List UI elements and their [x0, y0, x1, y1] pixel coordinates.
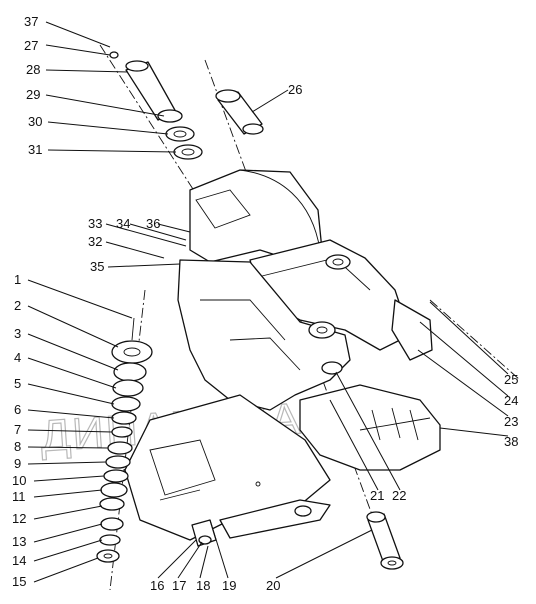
- label-11: 11: [12, 489, 26, 504]
- label-12: 12: [12, 511, 26, 526]
- label-7: 7: [14, 422, 21, 437]
- label-36: 36: [146, 216, 160, 231]
- label-18: 18: [196, 578, 210, 593]
- label-30: 30: [28, 114, 42, 129]
- pin-20-part: [366, 511, 404, 570]
- label-2: 2: [14, 298, 21, 313]
- label-32: 32: [88, 234, 102, 249]
- label-21: 21: [370, 488, 384, 503]
- label-27: 27: [24, 38, 38, 53]
- label-35: 35: [90, 259, 104, 274]
- label-14: 14: [12, 553, 26, 568]
- label-23: 23: [504, 414, 518, 429]
- label-8: 8: [14, 439, 21, 454]
- label-3: 3: [14, 326, 21, 341]
- label-37: 37: [24, 14, 38, 29]
- label-9: 9: [14, 456, 21, 471]
- label-26: 26: [288, 82, 302, 97]
- label-5: 5: [14, 376, 21, 391]
- label-6: 6: [14, 402, 21, 417]
- label-16: 16: [150, 578, 164, 593]
- label-33: 33: [88, 216, 102, 231]
- label-15: 15: [12, 574, 26, 589]
- label-13: 13: [12, 534, 26, 549]
- label-25: 25: [504, 372, 518, 387]
- top-pin-stack: [109, 51, 203, 160]
- label-24: 24: [504, 393, 518, 408]
- label-31: 31: [28, 142, 42, 157]
- label-10: 10: [12, 473, 26, 488]
- label-1: 1: [14, 272, 21, 287]
- callout-labels: 37 27 28 29 30 31 26 33 34 36 32 35 1 2 …: [12, 14, 518, 593]
- label-20: 20: [266, 578, 280, 593]
- label-22: 22: [392, 488, 406, 503]
- left-washer-stack: [96, 317, 153, 563]
- label-4: 4: [14, 350, 21, 365]
- label-17: 17: [172, 578, 186, 593]
- main-frame-body: [124, 169, 441, 547]
- label-38: 38: [504, 434, 518, 449]
- label-29: 29: [26, 87, 40, 102]
- pin-26-part: [215, 89, 264, 135]
- leader-lines: [27, 21, 509, 583]
- label-28: 28: [26, 62, 40, 77]
- label-34: 34: [116, 216, 130, 231]
- label-19: 19: [222, 578, 236, 593]
